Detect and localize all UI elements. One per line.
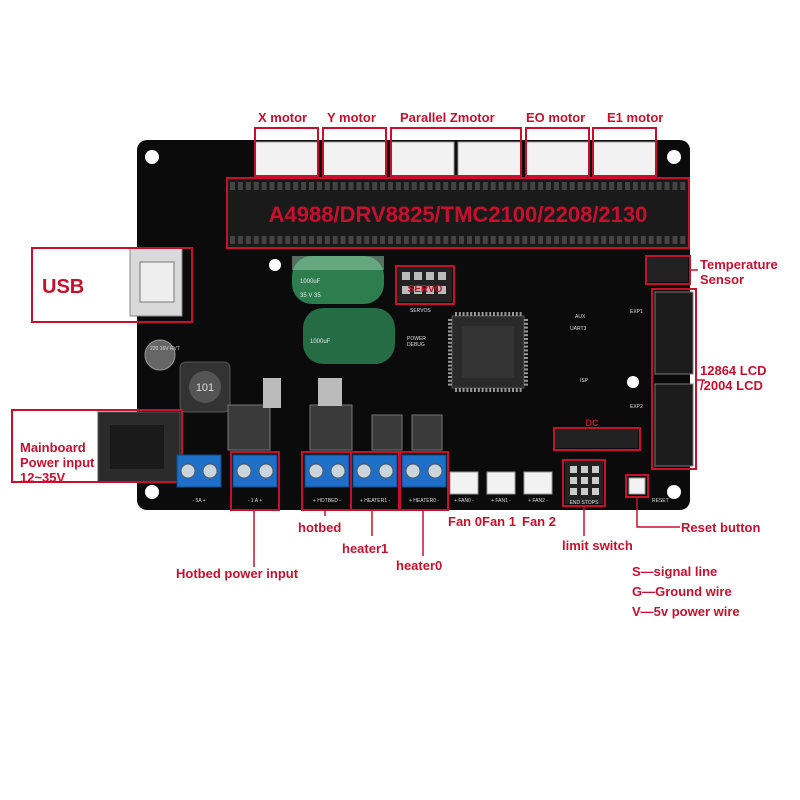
mount-hole [269,259,281,271]
servos-silk: SERVOS [410,308,431,314]
exp1-silk: EXP1 [630,309,643,315]
inductor-text: 101 [196,382,214,394]
aux-silk: AUX [575,314,586,320]
label-e1-motor: E1 motor [607,110,664,125]
driver-pins [230,182,686,244]
label-e0-motor: EO motor [526,110,586,125]
mount-hole [667,485,681,499]
label-hotbed-power: Hotbed power input [176,566,299,581]
small-capacitor [144,339,176,371]
motor-label-boxes [254,127,657,177]
term-heater1-silk: + HEATER1 - [360,498,390,504]
mosfets [227,378,443,451]
reset-silk: RESET [652,498,669,504]
capacitor-1-text: 1000uF [300,279,321,285]
fan2-silk: + FAN2 - [528,498,548,504]
label-fan0: Fan 0 [448,514,482,529]
label-heater1: heater1 [342,541,389,556]
usb-highlight [31,247,193,323]
capacitor-1-volt: 35 V 35 [300,293,321,299]
terminal-blocks [176,454,447,488]
label-temp-sensor: Temperature Sensor [700,257,778,287]
fan-connectors [449,471,553,495]
term-heater0-silk: + HEATER0 - [409,498,439,504]
term-5a-silk: - 5A + [192,498,205,504]
isp-silk: ISP [580,378,589,384]
fan0-silk: + FAN0 - [454,498,474,504]
label-parallel-z: Parallel Zmotor [400,110,495,125]
label-mainboard-power: Mainboard Power input 12~35V [20,440,95,485]
label-x-motor: X motor [258,110,308,125]
legend-power: V—5v power wire [632,604,740,619]
exp2-header [654,383,694,467]
driver-highlight [226,177,690,249]
legend-signal: S—signal line [632,564,718,579]
term-hotbed-silk: + HOTBED - [313,498,342,504]
label-limit-switch: limit switch [562,538,633,553]
label-fan1: Fan 1 [482,514,516,529]
power-jack-highlight [11,409,183,483]
label-heater0: heater0 [396,558,443,573]
label-reset-button: Reset button [681,520,761,535]
small-capacitor-text: 220 16V RVT [150,346,180,352]
power-silk: POWER [407,336,426,342]
servo-label: SERVO [408,284,443,295]
leader-lines [253,269,705,567]
capacitor-2-text: 1000uF [310,339,331,345]
dc-silk: DC [586,418,599,428]
term-1a-silk: - 1 A + [248,498,262,504]
label-fan2: Fan 2 [522,514,556,529]
debug-silk: DEBUG [407,342,425,348]
legend-ground: G—Ground wire [632,584,732,599]
label-usb: USB [42,276,85,298]
label-y-motor: Y motor [327,110,376,125]
reset-button [628,477,646,495]
temp-sensor-header [648,258,688,282]
uart3-silk: UART3 [570,326,587,332]
label-hotbed: hotbed [298,520,342,535]
driver-types-label: A4988/DRV8825/TMC2100/2208/2130 [269,202,648,227]
fan1-silk: + FAN1 - [491,498,511,504]
label-lcd: 12864 LCD /2004 LCD [700,363,767,393]
mount-hole [145,150,159,164]
mount-hole [667,150,681,164]
dc-header [556,430,638,448]
capacitor-2 [303,308,395,364]
endstops-silk: END STOPS [570,500,599,506]
terminal-highlights [230,451,449,511]
mount-hole [145,485,159,499]
exp2-silk: EXP2 [630,404,643,410]
exp1-header [654,291,694,375]
mount-hole [627,376,639,388]
motor-connectors [254,141,657,177]
